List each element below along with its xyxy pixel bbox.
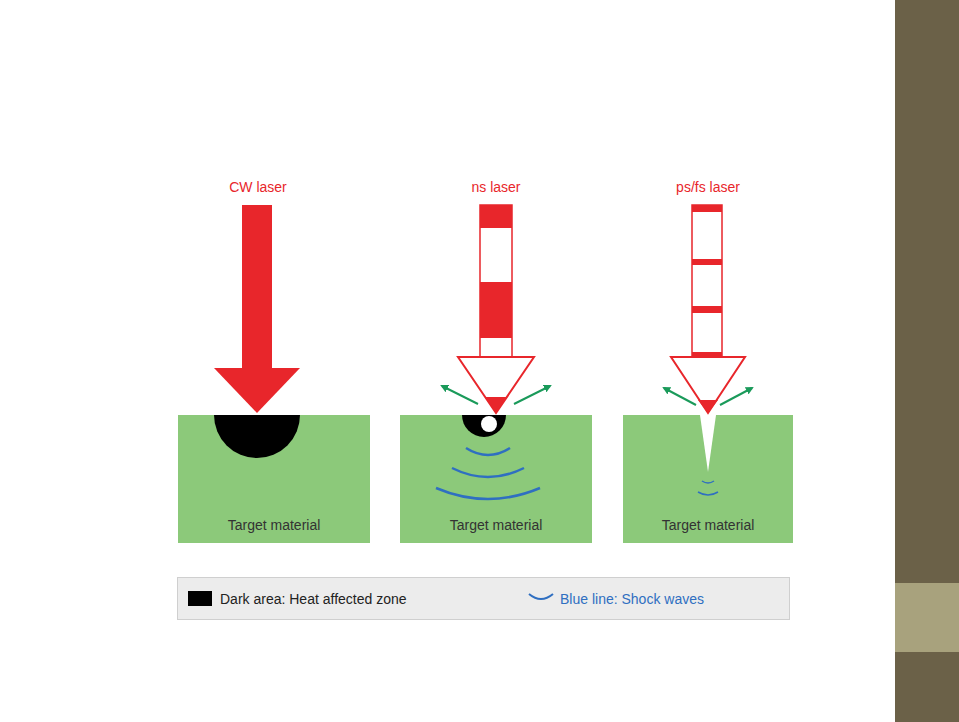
legend-swatch (188, 591, 212, 606)
node-label: Target material (623, 517, 793, 533)
legend-text: Dark area: Heat affected zone (220, 591, 407, 607)
laser-type-label: ns laser (471, 179, 520, 195)
target-material-box: Target material (623, 415, 793, 543)
legend-text: Blue line: Shock waves (560, 591, 704, 607)
laser-type-label: CW laser (229, 179, 287, 195)
target-material-box: Target material (400, 415, 592, 543)
legend-box: Dark area: Heat affected zone Blue line: … (177, 577, 790, 620)
node-label: Target material (400, 517, 592, 533)
target-material-box: Target material (178, 415, 370, 543)
node-label: Target material (178, 517, 370, 533)
shock-wave-sample (526, 592, 556, 604)
laser-type-label: ps/fs laser (676, 179, 740, 195)
